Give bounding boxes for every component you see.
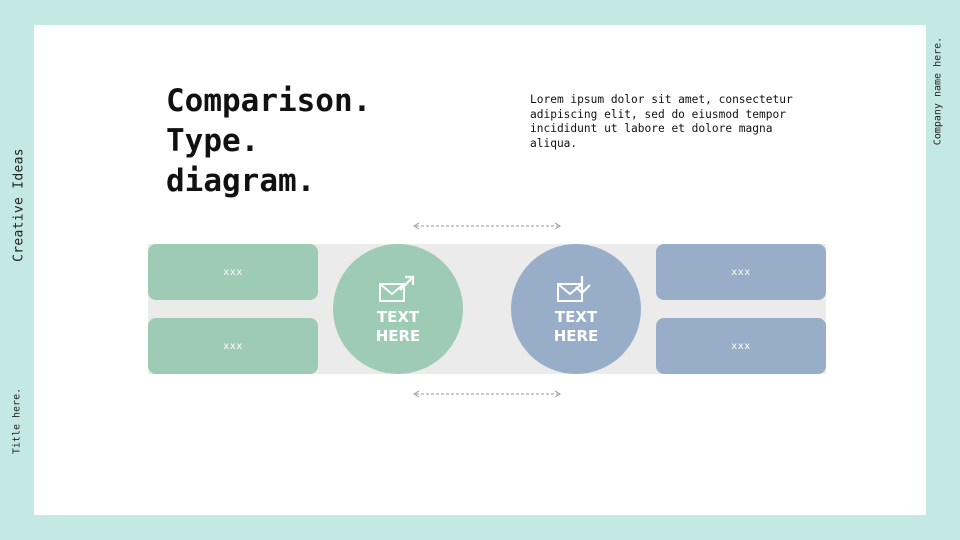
slide-title: Comparison. Type. diagram. bbox=[166, 81, 466, 201]
left-circle-text: TEXT HERE bbox=[375, 308, 421, 345]
company-label: Company name here. bbox=[932, 36, 944, 146]
bottom-double-arrow bbox=[413, 390, 561, 398]
top-double-arrow bbox=[413, 222, 561, 230]
title-label: Title here. bbox=[11, 387, 23, 455]
left-circle: TEXT HERE bbox=[333, 244, 463, 374]
left-box-top-label: xxx bbox=[223, 266, 243, 278]
envelope-arrow-up-icon bbox=[379, 275, 415, 302]
envelope-arrow-down-icon bbox=[557, 276, 591, 302]
right-box-top: xxx bbox=[656, 244, 826, 300]
title-line-3: diagram. bbox=[166, 163, 316, 199]
brand-label: Creative Ideas bbox=[11, 148, 27, 262]
right-circle: TEXT HERE bbox=[511, 244, 641, 374]
title-line-2: Type. bbox=[166, 123, 260, 159]
left-box-bottom-label: xxx bbox=[223, 340, 243, 352]
slide-canvas: Comparison. Type. diagram. Lorem ipsum d… bbox=[34, 25, 926, 515]
slide-description: Lorem ipsum dolor sit amet, consectetur … bbox=[530, 93, 793, 150]
left-box-top: xxx bbox=[148, 244, 318, 300]
right-box-top-label: xxx bbox=[731, 266, 751, 278]
right-circle-text: TEXT HERE bbox=[553, 308, 599, 345]
title-line-1: Comparison. bbox=[166, 83, 372, 119]
right-box-bottom: xxx bbox=[656, 318, 826, 374]
left-box-bottom: xxx bbox=[148, 318, 318, 374]
right-box-bottom-label: xxx bbox=[731, 340, 751, 352]
